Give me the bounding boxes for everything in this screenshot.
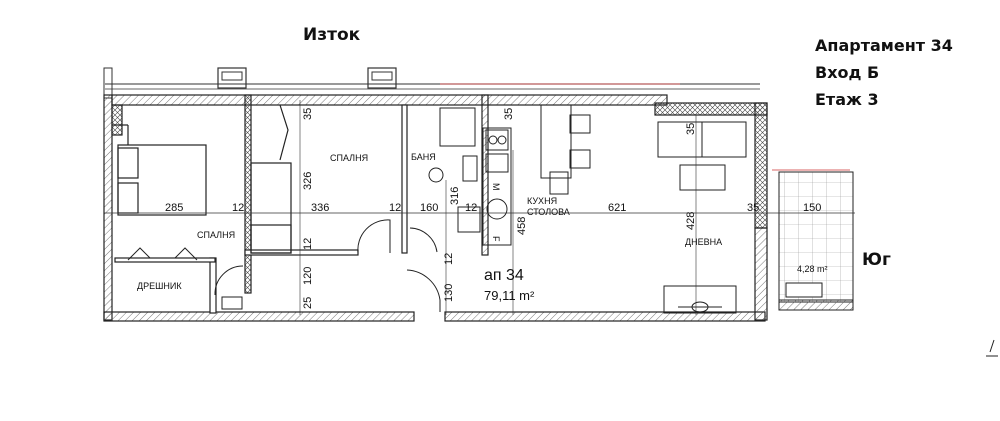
dim-130: 130 xyxy=(443,284,455,302)
dim-12: 12 xyxy=(232,202,244,214)
dim-336: 336 xyxy=(311,202,329,214)
sofa xyxy=(657,121,747,314)
fridge-mark: F xyxy=(491,236,501,242)
bathroom-fixtures xyxy=(428,107,481,233)
apartment-area: 79,11 m² xyxy=(484,288,535,303)
cabinet xyxy=(221,296,243,310)
dim-316: 316 xyxy=(449,187,461,205)
room-dining: СТОЛОВА xyxy=(527,207,570,217)
room-kitchen: КУХНЯ xyxy=(527,196,557,206)
apartment-label: ап 34 xyxy=(484,267,524,284)
dim-120: 120 xyxy=(302,267,314,285)
apartment-number: Апартамент 34 xyxy=(815,36,953,55)
dim-25: 25 xyxy=(302,297,314,309)
balcony xyxy=(772,169,854,311)
dim-12: 12 xyxy=(443,253,455,265)
room-bathroom: БАНЯ xyxy=(411,152,436,162)
bed-single xyxy=(250,104,292,254)
wardrobe-doors xyxy=(127,247,198,261)
dining-table xyxy=(540,104,591,195)
dim-150: 150 xyxy=(803,202,821,214)
dim-35: 35 xyxy=(302,108,314,120)
dim-285: 285 xyxy=(165,202,183,214)
dim-12: 12 xyxy=(302,238,314,250)
balcony-area: 4,28 m² xyxy=(797,264,828,274)
entrance: Вход Б xyxy=(815,63,880,82)
dim-35: 35 xyxy=(747,202,759,214)
dim-12: 12 xyxy=(465,202,477,214)
walls xyxy=(103,94,768,322)
bed-double xyxy=(112,124,207,216)
dim-428: 428 xyxy=(685,212,697,230)
compass-east-label: Изток xyxy=(303,25,361,45)
dim-35: 35 xyxy=(503,108,515,120)
compass-south-label: Юг xyxy=(862,250,891,270)
door-swings xyxy=(214,219,441,312)
washer-mark: M xyxy=(491,183,501,191)
room-bedroom-1: СПАЛНЯ xyxy=(197,230,235,240)
room-wardrobe: ДРЕШНИК xyxy=(137,281,182,291)
room-bedroom-2: СПАЛНЯ xyxy=(330,153,368,163)
dim-160: 160 xyxy=(420,202,438,214)
dim-458: 458 xyxy=(516,217,528,235)
apartment-info: Апартамент 34 Вход Б Етаж 3 xyxy=(815,32,953,113)
room-living: ДНЕВНА xyxy=(685,237,722,247)
kitchen-counter xyxy=(482,127,512,246)
dim-35: 35 xyxy=(685,123,697,135)
north-arrow-icon xyxy=(986,339,998,357)
dim-12: 12 xyxy=(389,202,401,214)
dim-326: 326 xyxy=(302,172,314,190)
floor: Етаж 3 xyxy=(815,90,879,109)
facade-top xyxy=(103,67,760,99)
dim-621: 621 xyxy=(608,202,626,214)
